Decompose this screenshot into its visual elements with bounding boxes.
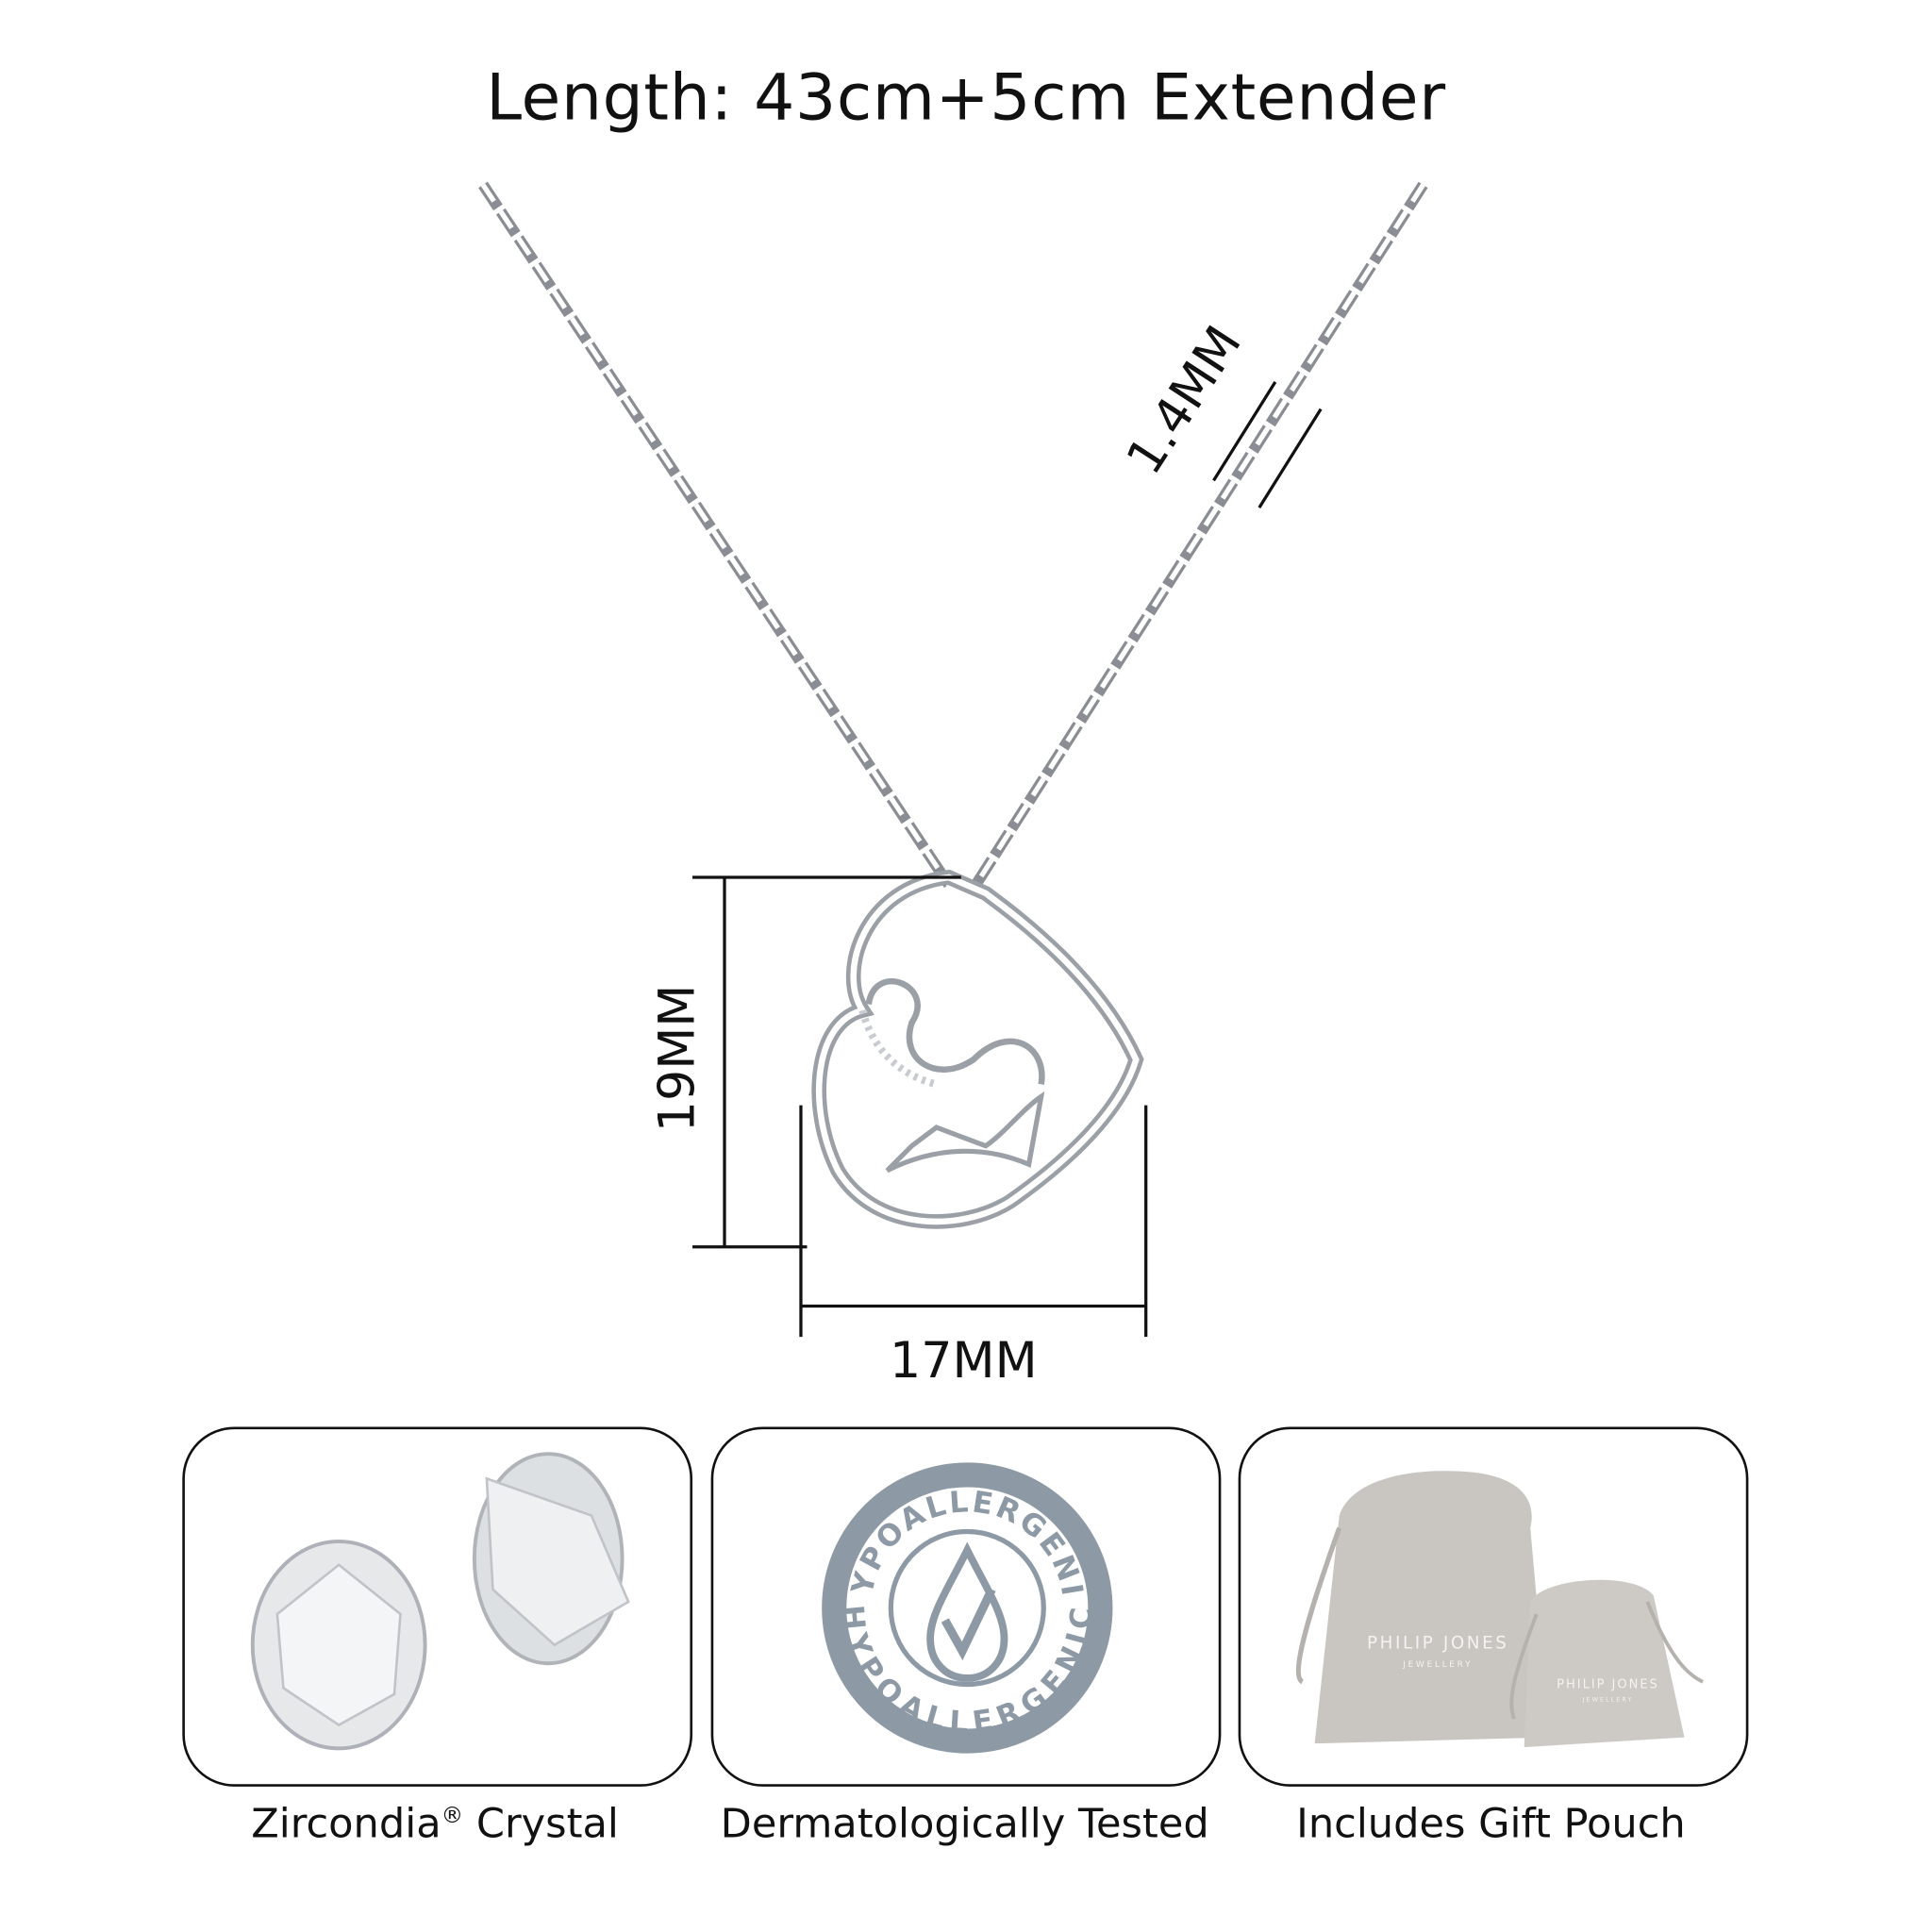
registered-mark: ® bbox=[441, 1802, 464, 1829]
caption-crystal-suffix: Crystal bbox=[463, 1798, 619, 1847]
pendant-width-label: 17MM bbox=[890, 1333, 1038, 1391]
pouch-brand-sub-small: JEWELLERY bbox=[1582, 1696, 1634, 1704]
pouch-brand-small: PHILIP JONES bbox=[1557, 1677, 1659, 1691]
feature-card-hypoallergenic: HYPOALLERGENIC HYPOALLERGENIC bbox=[710, 1426, 1222, 1787]
caption-crystal: Zircondia® Crystal bbox=[182, 1799, 688, 1847]
svg-text:HYPOALLERGENIC: HYPOALLERGENIC bbox=[713, 1429, 1089, 1600]
gift-pouch-icon: PHILIP JONES JEWELLERY PHILIP JONES JEWE… bbox=[1295, 1471, 1704, 1748]
crystal-gems-icon bbox=[250, 1452, 630, 1751]
chain bbox=[478, 181, 1428, 889]
dimension-lines bbox=[692, 381, 1323, 1338]
feature-card-gift-pouch: PHILIP JONES JEWELLERY PHILIP JONES JEWE… bbox=[1238, 1426, 1749, 1787]
feature-card-crystal bbox=[182, 1426, 693, 1787]
caption-dermatologically-tested: Dermatologically Tested bbox=[720, 1798, 1209, 1847]
pouch-brand-large: PHILIP JONES bbox=[1367, 1634, 1508, 1654]
pouch-brand-sub-large: JEWELLERY bbox=[1402, 1660, 1473, 1670]
heart-cat-pendant bbox=[811, 869, 1144, 1229]
length-title: Length: 43cm+5cm Extender bbox=[486, 61, 1446, 136]
pendant-height-label: 19MM bbox=[649, 984, 707, 1133]
badge-text-bottom: HYPOALLERGENIC bbox=[834, 1604, 1097, 1740]
caption-gift-pouch: Includes Gift Pouch bbox=[1296, 1798, 1686, 1847]
caption-crystal-name: Zircondia bbox=[251, 1798, 441, 1847]
badge-text-top: HYPOALLERGENIC bbox=[713, 1429, 1087, 1600]
svg-text:HYPOALLERGENIC: HYPOALLERGENIC bbox=[834, 1604, 1100, 1740]
hypoallergenic-badge-icon: HYPOALLERGENIC HYPOALLERGENIC bbox=[713, 1429, 1113, 1754]
